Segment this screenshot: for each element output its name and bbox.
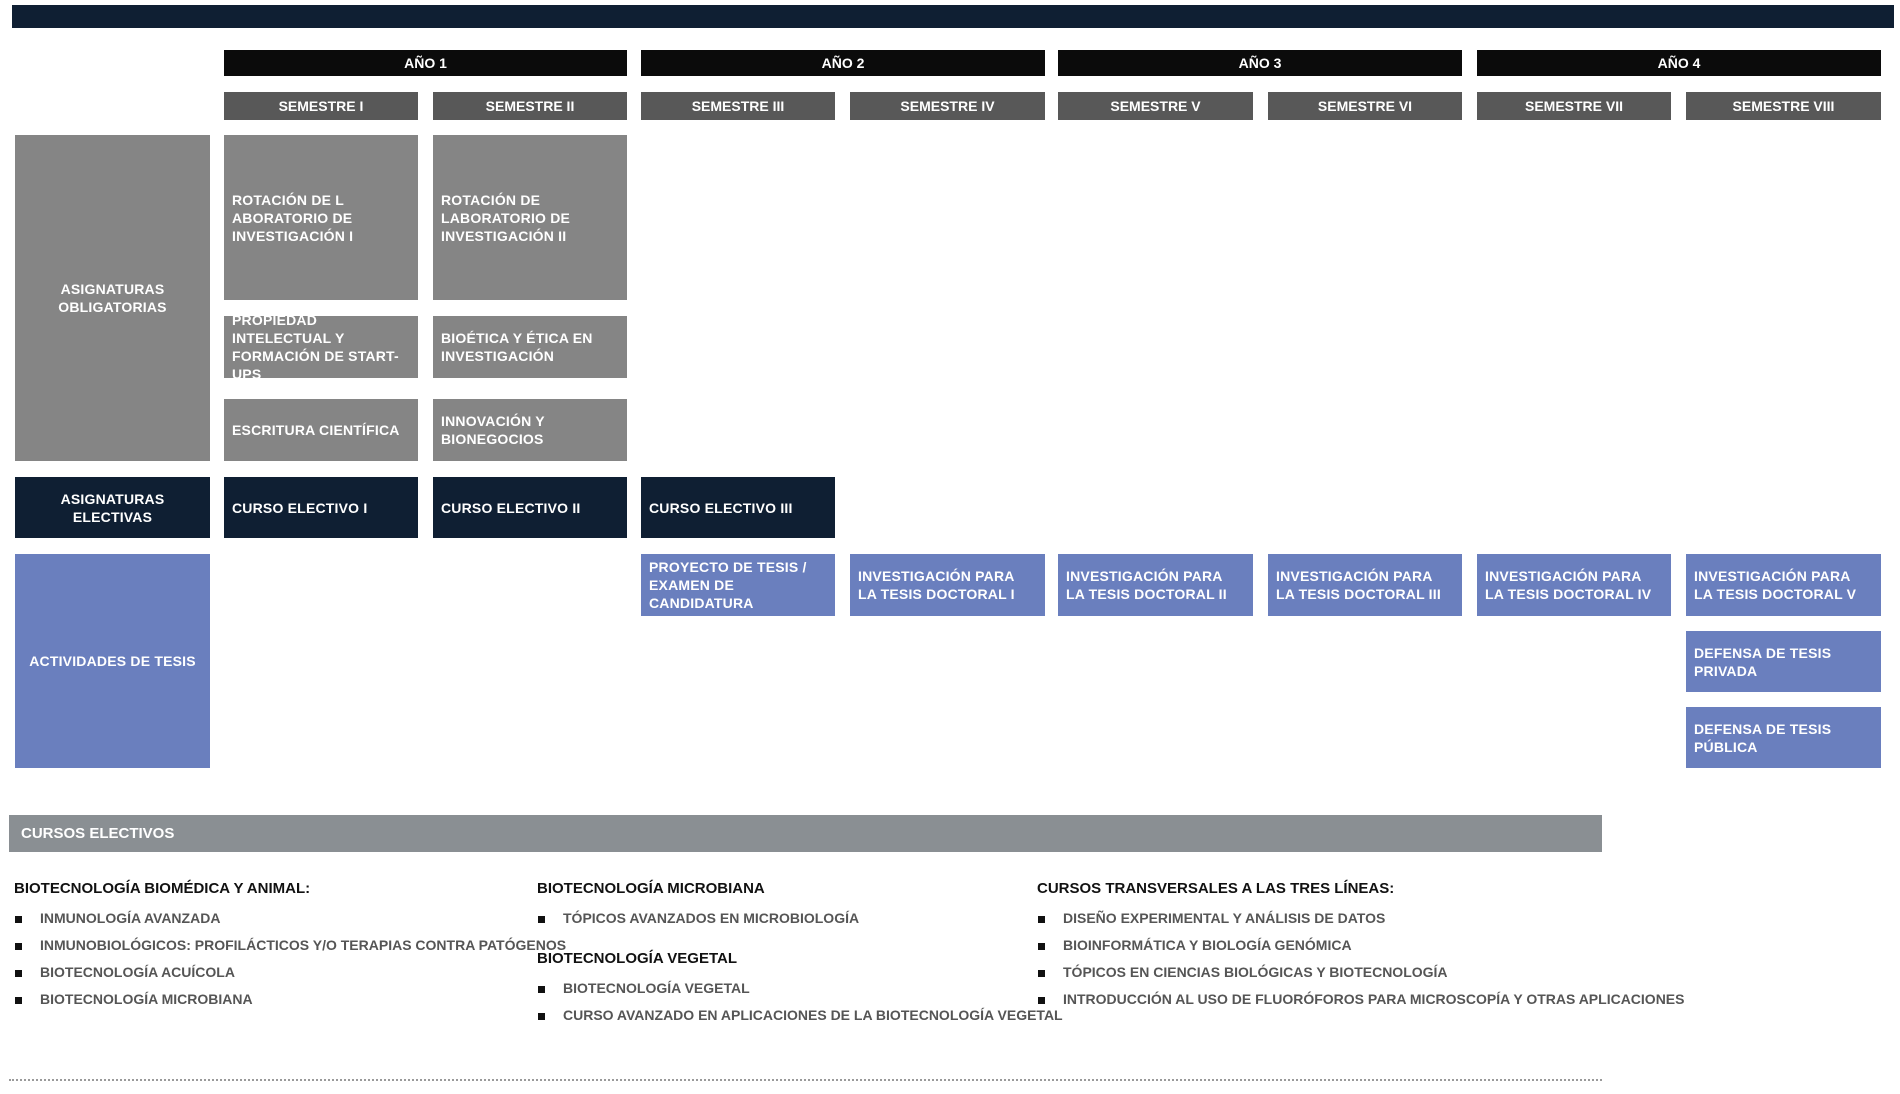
square-bullet-icon [1038,943,1045,950]
list-item: BIOTECNOLOGÍA MICROBIANA [14,986,566,1013]
semester-3-header: SEMESTRE III [641,92,835,120]
list-item: BIOTECNOLOGÍA VEGETAL [537,975,1063,1002]
semester-2-header: SEMESTRE II [433,92,627,120]
list-item: INMUNOLOGÍA AVANZADA [14,905,566,932]
elective-group-heading: CURSOS TRANSVERSALES A LAS TRES LÍNEAS: [1037,880,1395,897]
list-item: TÓPICOS EN CIENCIAS BIOLÓGICAS Y BIOTECN… [1037,959,1684,986]
square-bullet-icon [538,916,545,923]
square-bullet-icon [538,986,545,993]
list-item: BIOTECNOLOGÍA ACUÍCOLA [14,959,566,986]
square-bullet-icon [15,997,22,1004]
thesis-investigacion-4: INVESTIGACIÓN PARA LA TESIS DOCTORAL IV [1477,554,1671,616]
course-propiedad-intelectual: PROPIEDAD INTELECTUAL Y FORMACIÓN DE STA… [224,312,418,382]
course-rotacion-2: ROTACIÓN DE LABORATORIO DE INVESTIGACIÓN… [433,135,627,300]
course-electivo-1: CURSO ELECTIVO I [224,477,418,538]
elective-group-heading: BIOTECNOLOGÍA MICROBIANA [537,880,765,897]
elective-group-heading: BIOTECNOLOGÍA BIOMÉDICA Y ANIMAL: [14,880,311,897]
list-item: INTRODUCCIÓN AL USO DE FLUORÓFOROS PARA … [1037,986,1684,1013]
semester-1-header: SEMESTRE I [224,92,418,120]
course-bioetica: BIOÉTICA Y ÉTICA EN INVESTIGACIÓN [433,316,627,378]
year-4-header: AÑO 4 [1477,50,1881,76]
top-banner [12,5,1894,28]
square-bullet-icon [15,916,22,923]
thesis-investigacion-1: INVESTIGACIÓN PARA LA TESIS DOCTORAL I [850,554,1045,616]
course-rotacion-1: ROTACIÓN DE L ABORATORIO DE INVESTIGACIÓ… [224,135,418,300]
list-item: TÓPICOS AVANZADOS EN MICROBIOLOGÍA [537,905,1063,932]
row-label-electivas: ASIGNATURAS ELECTIVAS [15,477,210,538]
square-bullet-icon [1038,970,1045,977]
row-label-tesis: ACTIVIDADES DE TESIS [15,554,210,768]
square-bullet-icon [1038,997,1045,1004]
semester-8-header: SEMESTRE VIII [1686,92,1881,120]
row-label-obligatorias: ASIGNATURAS OBLIGATORIAS [15,135,210,461]
list-item: CURSO AVANZADO EN APLICACIONES DE LA BIO… [537,1002,1063,1029]
square-bullet-icon [15,970,22,977]
year-2-header: AÑO 2 [641,50,1045,76]
square-bullet-icon [15,943,22,950]
course-innovacion: INNOVACIÓN Y BIONEGOCIOS [433,399,627,461]
thesis-proyecto: PROYECTO DE TESIS / EXAMEN DE CANDIDATUR… [641,554,835,616]
semester-4-header: SEMESTRE IV [850,92,1045,120]
thesis-defensa-publica: DEFENSA DE TESIS PÚBLICA [1686,707,1881,768]
semester-6-header: SEMESTRE VI [1268,92,1462,120]
elective-group-transversales: CURSOS TRANSVERSALES A LAS TRES LÍNEAS: … [1037,880,1684,1013]
cursos-electivos-header: CURSOS ELECTIVOS [9,815,1602,852]
course-escritura-cientifica: ESCRITURA CIENTÍFICA [224,399,418,461]
list-item: BIOINFORMÁTICA Y BIOLOGÍA GENÓMICA [1037,932,1684,959]
course-electivo-2: CURSO ELECTIVO II [433,477,627,538]
list-item: INMUNOBIOLÓGICOS: PROFILÁCTICOS Y/O TERA… [14,932,566,959]
elective-group-heading: BIOTECNOLOGÍA VEGETAL [537,950,738,967]
year-1-header: AÑO 1 [224,50,627,76]
square-bullet-icon [1038,916,1045,923]
year-3-header: AÑO 3 [1058,50,1462,76]
elective-group-microbiana-vegetal: BIOTECNOLOGÍA MICROBIANA TÓPICOS AVANZAD… [537,880,1063,1029]
course-electivo-3: CURSO ELECTIVO III [641,477,835,538]
thesis-defensa-privada: DEFENSA DE TESIS PRIVADA [1686,631,1881,692]
elective-group-biomedica: BIOTECNOLOGÍA BIOMÉDICA Y ANIMAL: INMUNO… [14,880,566,1013]
list-item: DISEÑO EXPERIMENTAL Y ANÁLISIS DE DATOS [1037,905,1684,932]
semester-5-header: SEMESTRE V [1058,92,1253,120]
semester-7-header: SEMESTRE VII [1477,92,1671,120]
dotted-divider [9,1079,1602,1081]
square-bullet-icon [538,1013,545,1020]
thesis-investigacion-2: INVESTIGACIÓN PARA LA TESIS DOCTORAL II [1058,554,1253,616]
thesis-investigacion-3: INVESTIGACIÓN PARA LA TESIS DOCTORAL III [1268,554,1462,616]
thesis-investigacion-5: INVESTIGACIÓN PARA LA TESIS DOCTORAL V [1686,554,1881,616]
